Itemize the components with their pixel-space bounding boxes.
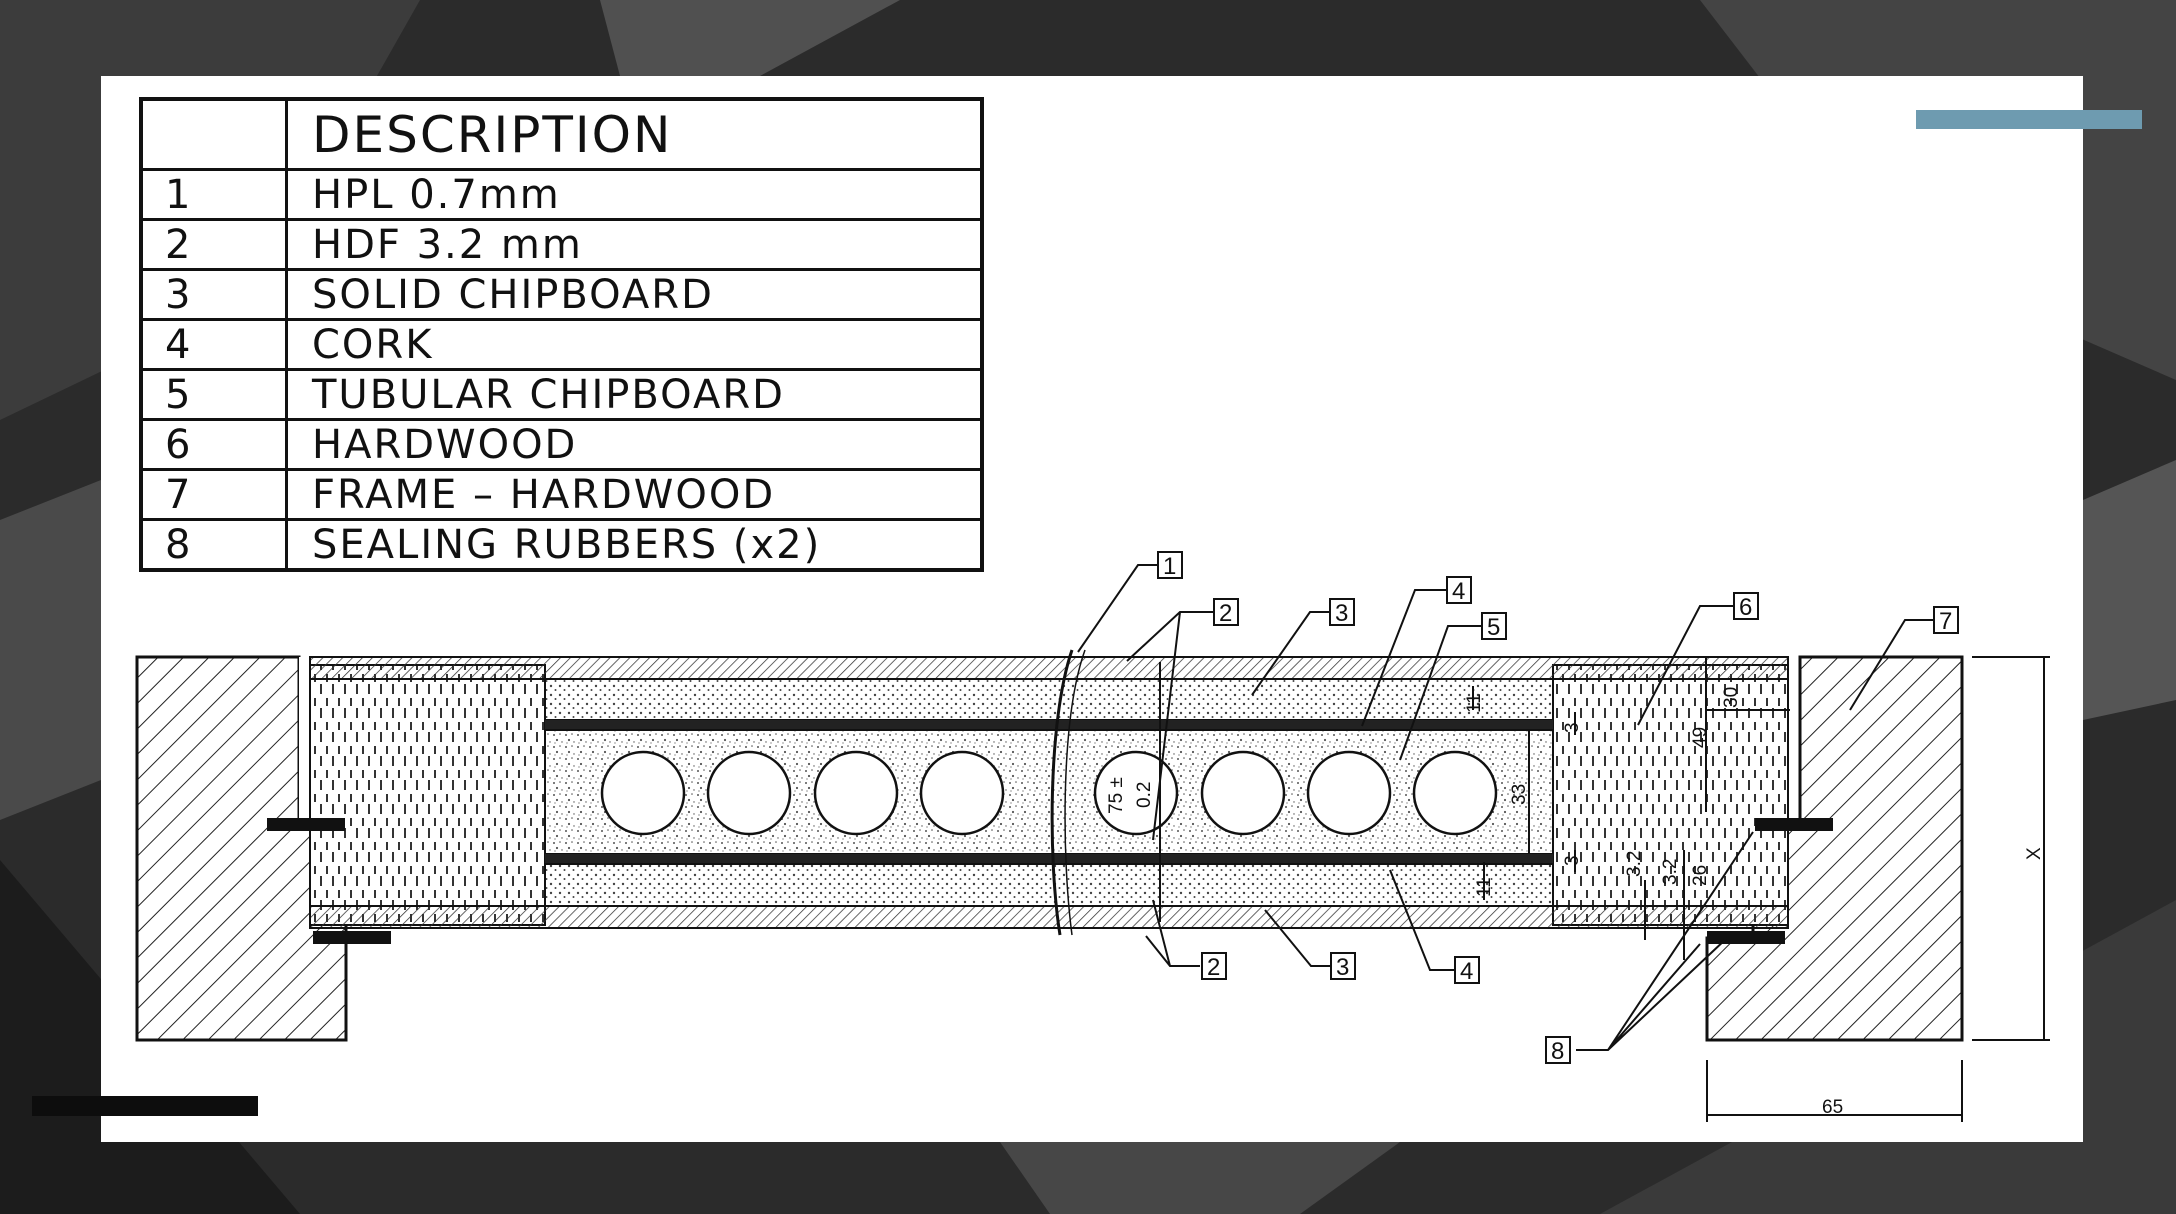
legend-row: 7 FRAME – HARDWOOD: [139, 468, 984, 521]
sealing-rubbers: [267, 818, 1833, 944]
dim-30: 30: [1721, 687, 1742, 708]
legend-row-description: SOLID CHIPBOARD: [285, 268, 984, 321]
callout-6: 6: [1733, 592, 1759, 621]
tube-hole: [919, 750, 1005, 836]
tube-hole: [706, 750, 792, 836]
dim-tube: 75 ±: [1106, 777, 1127, 814]
cork-top: [545, 720, 1553, 730]
callout-1: 1: [1157, 551, 1183, 580]
legend-row-description: HDF 3.2 mm: [285, 218, 984, 271]
callouts: 1 2 3 4 5 6 7 2 3 4 8: [1157, 551, 1959, 1065]
callout-2-bottom-label: 2: [1207, 954, 1220, 981]
solid-chipboard-bottom: [544, 863, 1554, 907]
dim-49: 49: [1690, 727, 1711, 748]
callout-1-label: 1: [1163, 553, 1176, 580]
legend-row-description: HPL 0.7mm: [285, 168, 984, 221]
legend-row-number: 1: [139, 168, 288, 221]
dim-x: X: [2024, 847, 2045, 860]
callout-4-bottom: 4: [1454, 956, 1480, 985]
hardwood-edge-left: [309, 664, 546, 926]
break-line: [1050, 649, 1074, 936]
legend-row-description: TUBULAR CHIPBOARD: [285, 368, 984, 421]
footer-bar: [32, 1096, 258, 1116]
callout-3-top-label: 3: [1335, 600, 1348, 627]
solid-chipboard-top: [544, 678, 1554, 721]
callout-4-top: 4: [1446, 576, 1472, 605]
legend-row: 5 TUBULAR CHIPBOARD: [139, 368, 984, 421]
callout-4-top-label: 4: [1452, 578, 1465, 605]
tube-holes: [600, 750, 1498, 836]
legend-row-description: SEALING RUBBERS (x2): [285, 518, 984, 572]
skin-bottom: [309, 905, 1789, 929]
callout-5-label: 5: [1487, 614, 1500, 641]
dim-33: 33: [1509, 784, 1530, 805]
callout-2-bottom: 2: [1201, 952, 1227, 981]
dim-tube-tol: 0.2: [1134, 782, 1155, 808]
legend-row: 6 HARDWOOD: [139, 418, 984, 471]
legend-row: 4 CORK: [139, 318, 984, 371]
legend-header-number: [139, 97, 288, 171]
dim-11-bottom: 11: [1474, 877, 1495, 897]
legend-row-number: 8: [139, 518, 288, 572]
tube-hole: [1412, 750, 1498, 836]
dim-3-bottom: 3: [1562, 855, 1583, 866]
tube-hole: [600, 750, 686, 836]
callout-6-label: 6: [1739, 594, 1752, 621]
skin-top: [309, 656, 1789, 680]
tube-hole: [813, 750, 899, 836]
legend-row-number: 7: [139, 468, 288, 521]
callout-2-top: 2: [1213, 598, 1239, 627]
legend-row-number: 4: [139, 318, 288, 371]
dim-26: 26: [1690, 865, 1711, 886]
legend-row-description: HARDWOOD: [285, 418, 984, 471]
callout-8-label: 8: [1551, 1038, 1564, 1065]
hardwood-edge-right: [1552, 664, 1789, 926]
dim-3-2-b: 3.2: [1660, 859, 1681, 885]
legend-row-description: FRAME – HARDWOOD: [285, 468, 984, 521]
legend-row: 3 SOLID CHIPBOARD: [139, 268, 984, 321]
callout-5: 5: [1481, 612, 1507, 641]
legend-row: 8 SEALING RUBBERS (x2): [139, 518, 984, 572]
callout-8: 8: [1545, 1036, 1571, 1065]
dim-65: 65: [1822, 1097, 1843, 1118]
callout-3-top: 3: [1329, 598, 1355, 627]
dim-3-top: 3: [1562, 722, 1583, 733]
dim-3-2-a: 3.2: [1624, 851, 1645, 877]
callout-4-bottom-label: 4: [1460, 958, 1473, 985]
callout-3-bottom-label: 3: [1336, 954, 1349, 981]
callout-7: 7: [1933, 606, 1959, 635]
legend-row-number: 6: [139, 418, 288, 471]
legend-row: 2 HDF 3.2 mm: [139, 218, 984, 271]
callout-3-bottom: 3: [1330, 952, 1356, 981]
legend-row-description: CORK: [285, 318, 984, 371]
dim-11-top: 11: [1464, 693, 1485, 713]
accent-bar: [1916, 110, 2142, 129]
legend-row: 1 HPL 0.7mm: [139, 168, 984, 221]
legend-row-number: 2: [139, 218, 288, 271]
legend-header-description: DESCRIPTION: [285, 97, 984, 171]
tubular-chipboard-core: [544, 729, 1554, 855]
tube-hole: [1306, 750, 1392, 836]
legend-row-number: 3: [139, 268, 288, 321]
dimension-lines: [1159, 656, 2050, 1122]
callout-7-label: 7: [1939, 608, 1952, 635]
legend-header-row: DESCRIPTION: [139, 97, 984, 171]
legend-table: DESCRIPTION 1 HPL 0.7mm 2 HDF 3.2 mm 3 S…: [139, 97, 984, 572]
leader-lines: [1077, 564, 1934, 1051]
cork-bottom: [545, 854, 1553, 864]
legend-row-number: 5: [139, 368, 288, 421]
callout-2-top-label: 2: [1219, 600, 1232, 627]
tube-hole: [1200, 750, 1286, 836]
